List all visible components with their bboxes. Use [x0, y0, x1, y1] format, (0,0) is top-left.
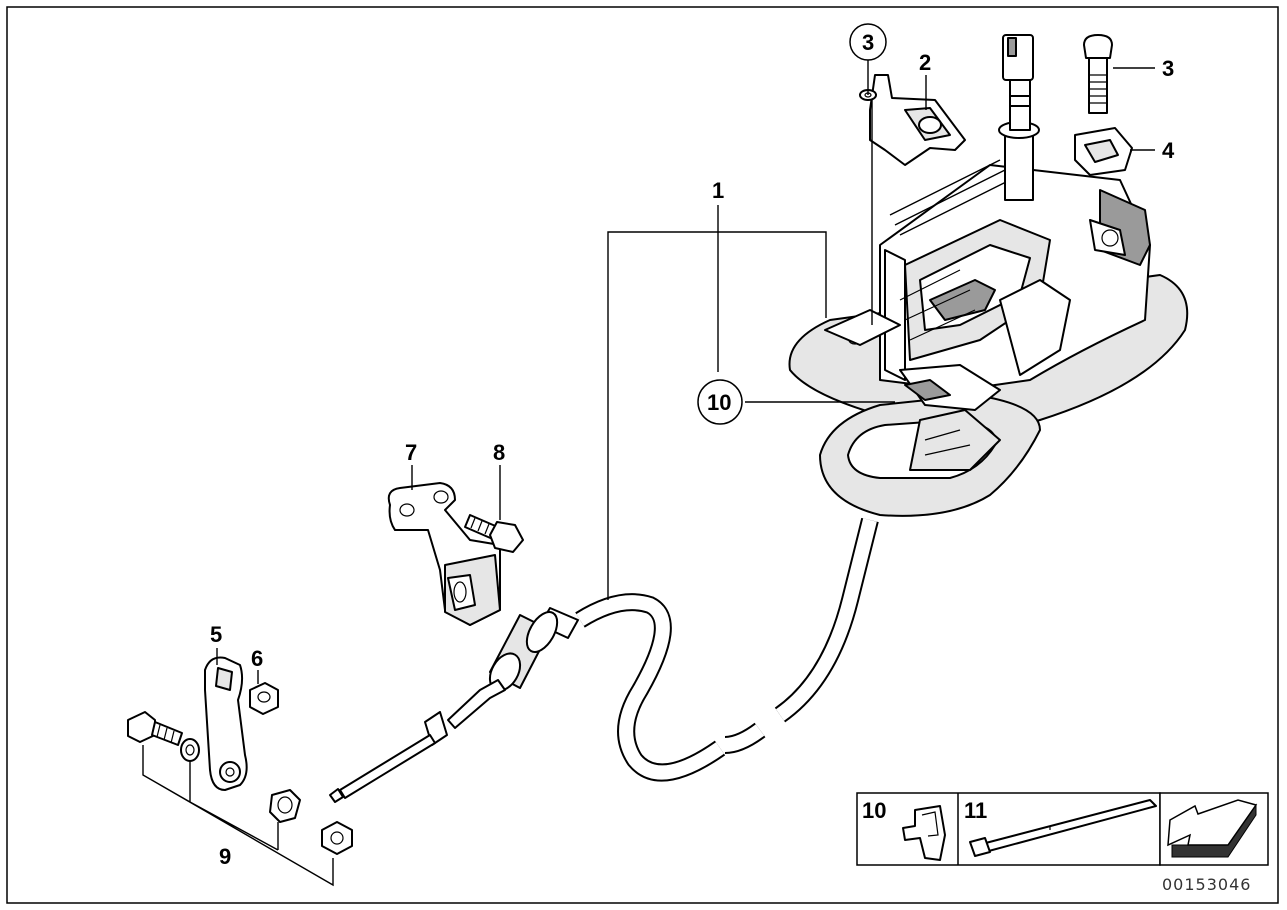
bracket-part-2	[859, 74, 966, 166]
bolt-part-8	[464, 514, 524, 553]
shift-cable	[329, 517, 879, 803]
shifter-assembly	[788, 34, 1189, 517]
callout-3-circled: 3	[862, 30, 874, 55]
bolt-part-3	[1083, 34, 1113, 114]
clip-part-4	[1074, 127, 1133, 176]
callout-6: 6	[251, 646, 263, 671]
legend-label-11: 11	[964, 798, 987, 823]
callout-2: 2	[919, 50, 931, 75]
clip-part-10	[902, 805, 946, 861]
callout-5: 5	[210, 622, 222, 647]
leader-lines	[142, 60, 1155, 887]
diagram-frame	[6, 6, 1279, 904]
legend-label-10: 10	[862, 798, 886, 823]
callout-1: 1	[712, 178, 724, 203]
callout-9: 9	[219, 844, 231, 869]
legend-box: 10 11	[856, 792, 1269, 866]
lever-part-5	[204, 656, 248, 791]
cable-tie-part-11	[969, 799, 1157, 857]
direction-arrow-icon	[1167, 799, 1258, 858]
callout-10-circled: 10	[707, 390, 731, 415]
callout-4: 4	[1162, 138, 1175, 163]
callouts: 1 3 2 3 4 10 7 8 5 6 9	[210, 23, 1175, 869]
reference-number: 00153046	[1162, 875, 1251, 894]
nut-part-6	[249, 682, 279, 715]
hardware-set-part-9	[127, 711, 353, 855]
callout-10-circle	[697, 379, 743, 425]
callout-7: 7	[405, 440, 417, 465]
callout-8: 8	[493, 440, 505, 465]
callout-3: 3	[1162, 56, 1174, 81]
callout-3-circle	[849, 23, 887, 61]
bracket-part-7	[387, 482, 501, 626]
